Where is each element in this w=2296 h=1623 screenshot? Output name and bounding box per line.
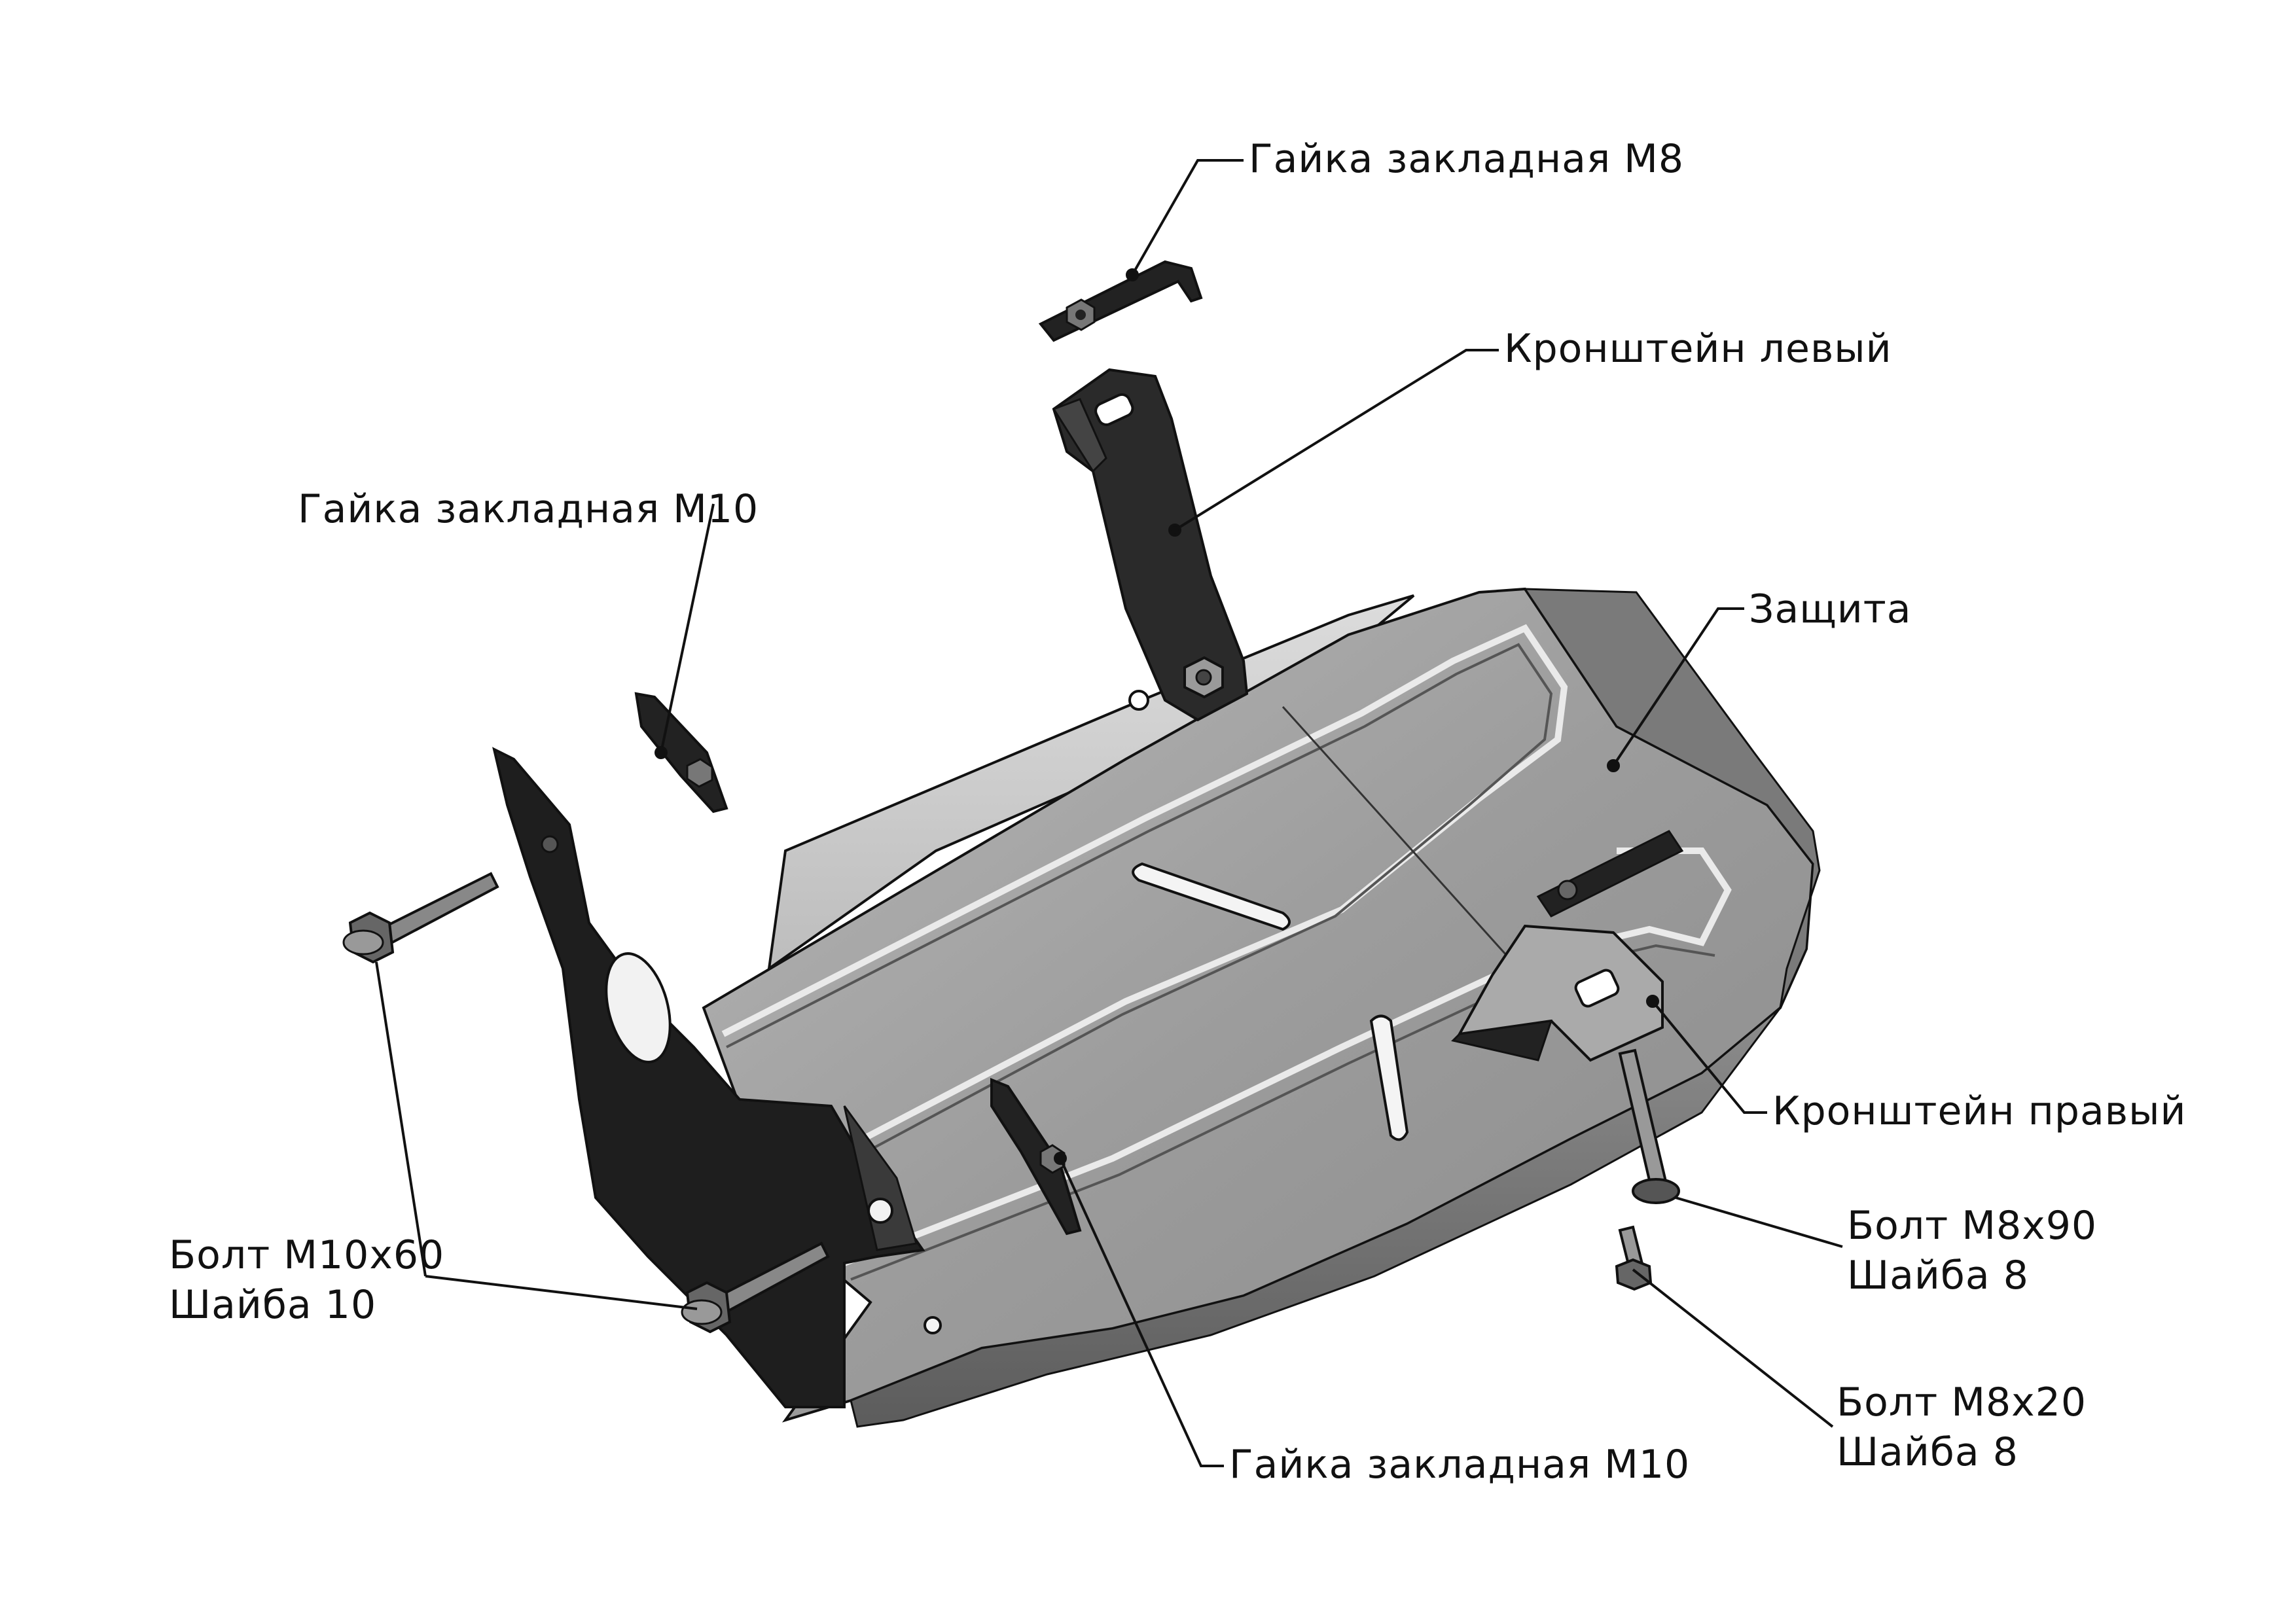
guard-hole: [924, 1316, 942, 1334]
label-nut-m10-top: Гайка закладная М10: [298, 486, 759, 532]
label-bolt-m10-line1: Болт М10х60: [169, 1232, 445, 1278]
leader-bracket-right: [1651, 1000, 1767, 1114]
leader-bolt-m10-b: [425, 1275, 698, 1310]
bracket-left-front: [492, 747, 925, 1408]
guard-slot-lower: [1369, 1014, 1409, 1141]
guard-fold-line: [1282, 705, 1520, 970]
bracket-left-nut: [1183, 656, 1224, 699]
bolt-m10-upper: [342, 872, 499, 964]
label-bolt-m8x20: Болт М8х20 Шайба 8: [1837, 1378, 2087, 1477]
label-bolt-m10-line2: Шайба 10: [169, 1282, 377, 1328]
leader-bracket-left: [1174, 349, 1499, 531]
label-bolt-m10: Болт М10х60 Шайба 10: [169, 1230, 444, 1330]
guard-rib-upper-shadow: [726, 643, 1553, 1192]
guard-slot-upper: [1132, 862, 1291, 931]
bolt-m10-lower: [681, 1241, 830, 1334]
label-bolt-m8x90-line2: Шайба 8: [1847, 1253, 2029, 1298]
guard-front-side: [850, 1007, 1782, 1428]
label-bracket-right: Кронштейн правый: [1772, 1088, 2187, 1134]
label-bolt-m8x20-line1: Болт М8х20: [1837, 1380, 2087, 1425]
label-bolt-m8x20-line2: Шайба 8: [1837, 1429, 2018, 1475]
right-nut-plate: [1536, 830, 1684, 918]
nut-plate-m8: [1038, 260, 1203, 342]
label-guard: Защита: [1749, 586, 1912, 632]
leader-bolt-m8x20: [1632, 1268, 1834, 1428]
bracket-right: [1451, 924, 1664, 1062]
guard-rib-lower: [843, 847, 1732, 1266]
label-bolt-m8x90-line1: Болт М8х90: [1847, 1203, 2098, 1249]
guard-right-bevel: [1523, 588, 1821, 1008]
nut-plate-m10-top: [634, 692, 728, 813]
guard-plate: [702, 587, 1821, 1428]
bolt-m8x90: [1618, 1048, 1680, 1204]
leader-bolt-m10: [375, 961, 427, 1277]
bracket-left-front-hole: [605, 952, 672, 1063]
leader-lines: [375, 159, 1843, 1467]
leader-guard: [1612, 607, 1744, 767]
leader-nut-m8: [1131, 159, 1244, 276]
bracket-left: [1052, 368, 1249, 722]
leader-nut-m10-top: [660, 503, 715, 753]
label-nut-m10-bottom: Гайка закладная М10: [1229, 1442, 1691, 1488]
label-nut-m8: Гайка закладная М8: [1249, 136, 1685, 182]
label-bolt-m8x90: Болт М8х90 Шайба 8: [1847, 1201, 2097, 1300]
guard-bolt-hole: [1128, 690, 1149, 711]
leader-nut-m10-bottom: [1059, 1158, 1224, 1467]
bolt-m8x20: [1615, 1225, 1653, 1291]
leader-bolt-m8x90: [1675, 1196, 1843, 1248]
label-bracket-left: Кронштейн левый: [1504, 326, 1892, 372]
guard-rib-upper: [721, 624, 1568, 1181]
